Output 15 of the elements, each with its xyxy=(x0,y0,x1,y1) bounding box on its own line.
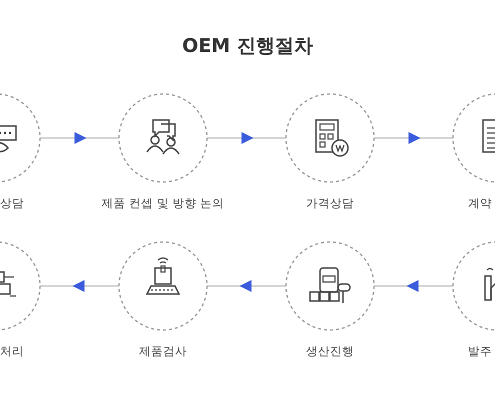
step-label: 발주 xyxy=(468,344,492,359)
step-label: 가격상담 xyxy=(306,196,354,211)
step-label: 처리 xyxy=(0,344,24,359)
arrow xyxy=(40,132,119,144)
step-label: 계약 xyxy=(468,196,492,211)
arrow xyxy=(40,280,119,292)
arrow xyxy=(207,132,286,144)
step-label: 제품 컨셉 및 방향 논의 xyxy=(102,196,224,211)
arrow xyxy=(374,280,453,292)
arrow xyxy=(207,280,286,292)
step-label: 생산진행 xyxy=(306,344,354,359)
step-label: 제품검사 xyxy=(139,344,187,359)
title: OEM 진행절차 xyxy=(182,34,313,59)
step-label: 상담 xyxy=(0,196,24,211)
arrow xyxy=(374,132,453,144)
